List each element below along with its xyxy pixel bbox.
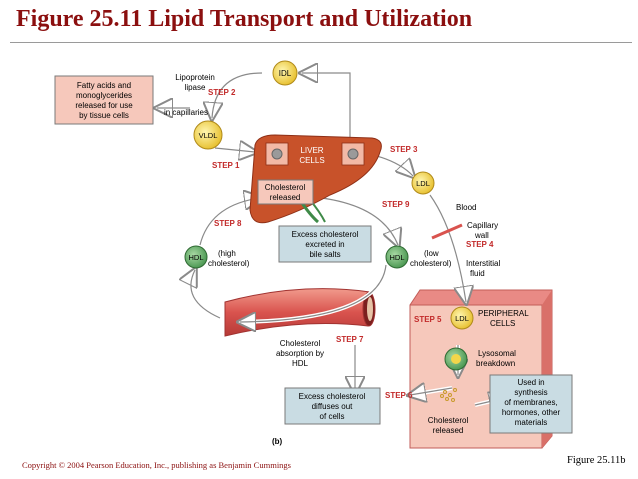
idl-label: IDL — [279, 69, 292, 78]
absorption-label-2: absorption by — [276, 349, 324, 358]
bile-line-3: bile salts — [309, 250, 340, 259]
step-1-label: STEP 1 — [212, 161, 240, 170]
lysosome — [444, 347, 468, 371]
hdl-particle-left: HDL — [184, 245, 208, 269]
blood-label: Blood — [456, 203, 476, 212]
in-capillaries-label: in capillaries — [164, 108, 208, 117]
fatty-acids-line-4: by tissue cells — [79, 111, 129, 120]
fatty-acids-line-3: released for use — [75, 101, 133, 110]
synth-line-1: Used in — [517, 378, 544, 387]
capillary-wall-line — [431, 223, 463, 240]
diffuse-line-3: of cells — [320, 412, 345, 421]
synthesis-box: Used in synthesis of membranes, hormones… — [489, 374, 573, 434]
chol-released-periph-2: released — [433, 426, 464, 435]
liver-label-1: LIVER — [300, 146, 323, 155]
lysosomal-label-2: breakdown — [476, 359, 515, 368]
blood-vessel — [224, 288, 376, 337]
fatty-acids-line-1: Fatty acids and — [77, 81, 131, 90]
absorption-label-1: Cholesterol — [280, 339, 321, 348]
step-8-label: STEP 8 — [214, 219, 242, 228]
synth-line-4: hormones, other — [502, 408, 561, 417]
capillary-wall-label-1: Capillary — [467, 221, 498, 230]
chol-released-liver-2: released — [270, 193, 301, 202]
panel-label: (b) — [272, 437, 283, 446]
step-7-label: STEP 7 — [336, 335, 364, 344]
step-9-label: STEP 9 — [382, 200, 410, 209]
lipase-label-1: Lipoprotein — [175, 73, 215, 82]
interstitial-label-2: fluid — [470, 269, 485, 278]
step-6-label: STEP 6 — [385, 391, 413, 400]
step-2-label: STEP 2 — [208, 88, 236, 97]
peripheral-label-2: CELLS — [490, 319, 515, 328]
interstitial-label-1: Interstitial — [466, 259, 500, 268]
capillary-wall-label-2: wall — [474, 231, 489, 240]
liver-label-2: CELLS — [299, 156, 324, 165]
lipase-label-2: lipase — [185, 83, 206, 92]
step-5-label: STEP 5 — [414, 315, 442, 324]
chol-released-liver-1: Cholesterol — [265, 183, 306, 192]
ldl-label-peripheral: LDL — [455, 314, 469, 323]
copyright-notice: Copyright © 2004 Pearson Education, Inc.… — [22, 460, 291, 470]
page-title: Figure 25.11 Lipid Transport and Utiliza… — [16, 6, 473, 32]
hdl-label-left: HDL — [188, 253, 203, 262]
fatty-acids-box: Fatty acids and monoglycerides released … — [54, 75, 154, 125]
vldl-label: VLDL — [199, 131, 218, 140]
bile-line-1: Excess cholesterol — [292, 230, 359, 239]
diffuse-line-1: Excess cholesterol — [299, 392, 366, 401]
peripheral-label-1: PERIPHERAL — [478, 309, 529, 318]
synth-line-3: of membranes, — [504, 398, 557, 407]
idl-particle: IDL — [272, 60, 298, 86]
lysosomal-label-1: Lysosomal — [478, 349, 516, 358]
title-divider — [10, 42, 632, 43]
synth-line-5: materials — [515, 418, 547, 427]
bile-line-2: excreted in — [305, 240, 344, 249]
absorption-label-3: HDL — [292, 359, 309, 368]
diffuses-box: Excess cholesterol diffuses out of cells — [284, 387, 381, 425]
fatty-acids-line-2: monoglycerides — [76, 91, 132, 100]
ldl-label-blood: LDL — [416, 179, 430, 188]
synth-line-2: synthesis — [514, 388, 547, 397]
vldl-particle: VLDL — [193, 120, 223, 150]
ldl-particle-peripheral: LDL — [450, 306, 474, 330]
diffuse-line-2: diffuses out — [312, 402, 354, 411]
bile-salts-box: Excess cholesterol excreted in bile salt… — [278, 225, 372, 263]
figure-reference: Figure 25.11b — [567, 455, 626, 466]
low-chol-label-2: cholesterol) — [410, 259, 452, 268]
chol-released-periph-1: Cholesterol — [428, 416, 469, 425]
step-4-label: STEP 4 — [466, 240, 494, 249]
hdl-label-right: HDL — [389, 253, 404, 262]
step-3-label: STEP 3 — [390, 145, 418, 154]
ldl-particle-blood: LDL — [411, 171, 435, 195]
high-chol-label-1: (high — [218, 249, 236, 258]
high-chol-label-2: cholesterol) — [208, 259, 250, 268]
hdl-particle-right: HDL — [385, 245, 409, 269]
cholesterol-released-liver-box: Cholesterol released — [257, 179, 314, 205]
cholesterol-dots — [440, 388, 457, 402]
low-chol-label-1: (low — [424, 249, 439, 258]
